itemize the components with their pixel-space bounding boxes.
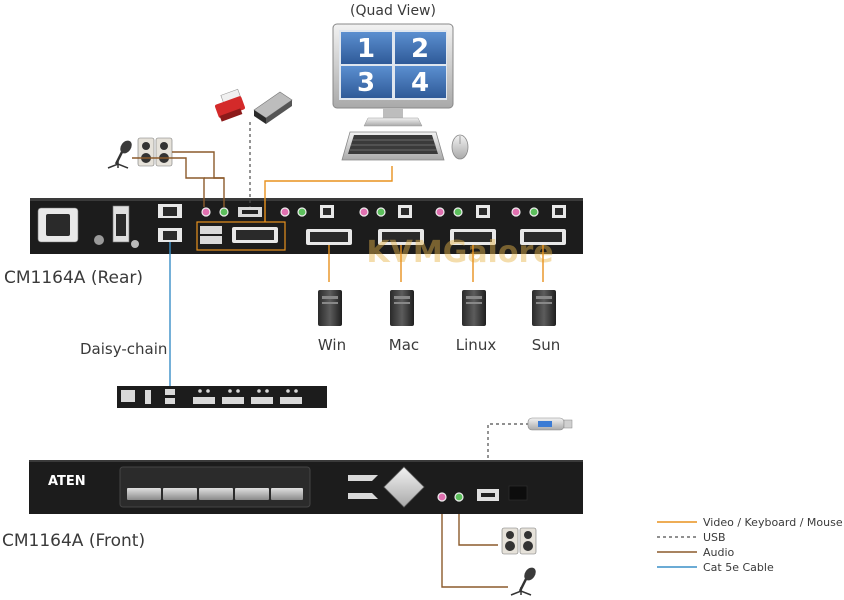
quadrant-4-label: 4: [411, 68, 429, 98]
vkm-cable-console: [264, 166, 393, 222]
port-button-2[interactable]: [163, 488, 197, 500]
audio-cable-front-mic: [441, 503, 508, 588]
keyboard-icon: [341, 131, 445, 161]
microphone-icon: [107, 140, 132, 169]
front-microphone-icon: [510, 567, 536, 596]
audio-cable-rear-mic: [132, 157, 205, 207]
front-speakers-icon: [501, 527, 537, 555]
computer-label-win: Win: [318, 336, 346, 354]
legend-label-usb: USB: [703, 531, 726, 544]
quadrant-2-label: 2: [411, 34, 429, 64]
computer-label-linux: Linux: [456, 336, 497, 354]
quadrant-1-label: 1: [357, 34, 375, 64]
quadrant-3-label: 3: [357, 68, 375, 98]
usb-cable-front: [487, 423, 530, 488]
rear-unit-label: CM1164A (Rear): [4, 268, 143, 288]
legend-label-audio: Audio: [703, 546, 735, 559]
aten-logo: ATEN: [48, 474, 86, 489]
external-drive-icon: [253, 91, 293, 124]
legend-label-vkm: Video / Keyboard / Mouse: [703, 516, 843, 529]
port-buttons: [127, 488, 303, 500]
speakers-icon: [137, 137, 173, 167]
daisy-chain-unit: [117, 386, 327, 408]
port-button-1[interactable]: [127, 488, 161, 500]
quad-view-label: (Quad View): [350, 3, 436, 19]
computer-label-sun: Sun: [532, 336, 561, 354]
computer-label-mac: Mac: [389, 336, 419, 354]
mouse-icon: [451, 134, 469, 160]
win-computer-icon: [318, 290, 342, 326]
front-panel: [29, 460, 583, 514]
port-button-4[interactable]: [235, 488, 269, 500]
watermark: KVMGalore: [366, 235, 553, 270]
printer-icon: [215, 88, 245, 122]
usb-flash-drive-icon: [527, 417, 573, 431]
linux-computer-icon: [462, 290, 486, 326]
port-button-5[interactable]: [271, 488, 303, 500]
rear-panel: [30, 198, 583, 254]
port-button-3[interactable]: [199, 488, 233, 500]
legend: Video / Keyboard / Mouse USB Audio Cat 5…: [657, 516, 843, 574]
mac-computer-icon: [390, 290, 414, 326]
monitor-icon: [332, 23, 454, 127]
front-unit-label: CM1164A (Front): [2, 531, 145, 551]
sun-computer-icon: [532, 290, 556, 326]
legend-label-cat5e: Cat 5e Cable: [703, 561, 774, 574]
daisy-chain-label: Daisy-chain: [80, 340, 167, 358]
audio-cable-front-speakers: [458, 503, 498, 546]
